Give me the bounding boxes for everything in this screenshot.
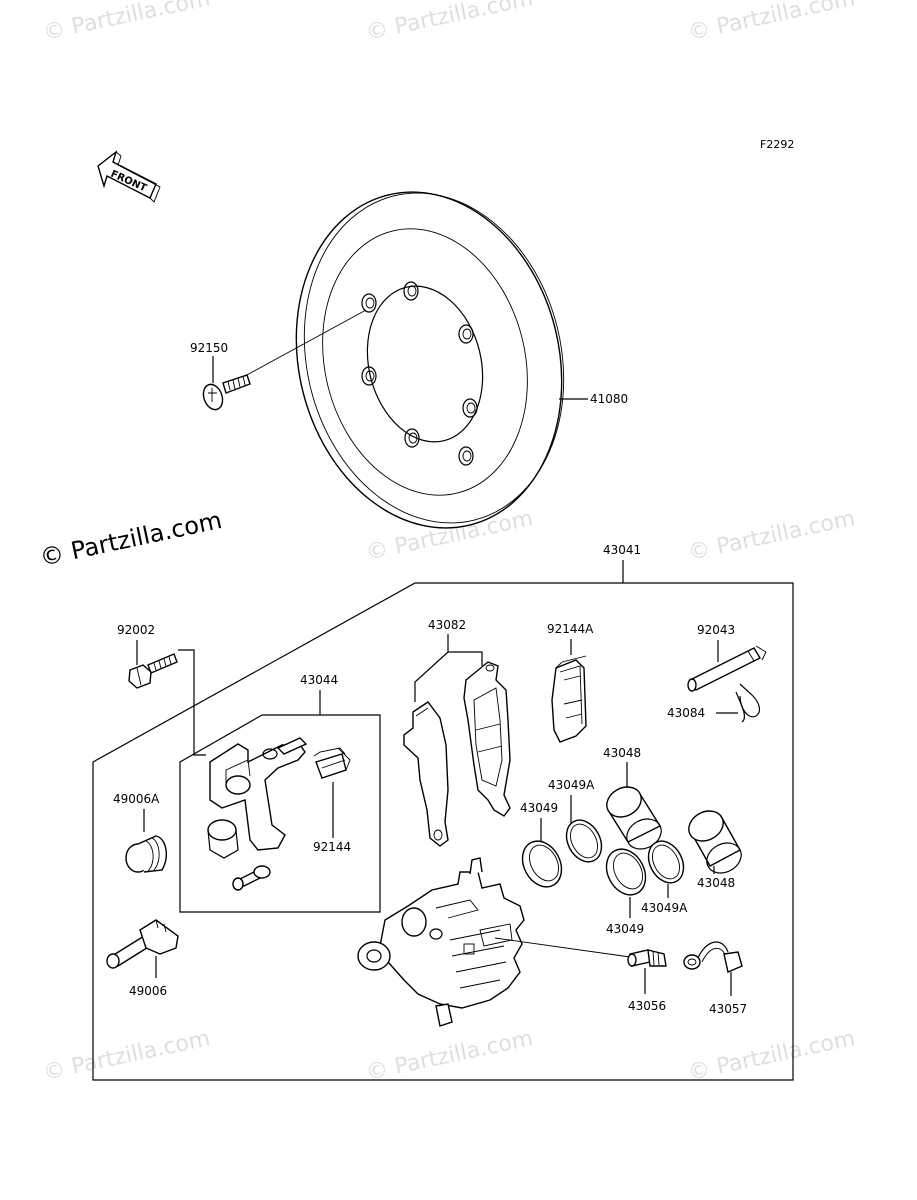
watermark: © Partzilla.com [686,0,857,46]
brake-disc [295,191,565,529]
brake-pad-inner [403,701,449,847]
callout-43048-lower: 43048 [697,876,735,890]
bracket-sub-frame [179,714,381,913]
bleeder-valve [627,949,667,967]
disc-mounting-bolt [202,309,367,411]
caliper-boot [125,835,167,873]
callout-43049-lower: 43049 [606,922,644,936]
piston-seal-lower [605,848,647,896]
callout-43082: 43082 [428,618,466,632]
callout-43049-upper: 43049 [520,801,558,815]
callout-49006A: 49006A [113,792,160,806]
disc-bolt-holes [361,281,478,466]
watermark: © Partzilla.com [364,1026,535,1086]
callout-92150: 92150 [190,341,228,355]
callout-92144A: 92144A [547,622,594,636]
caliper-body [357,857,525,1027]
bleeder-cap [683,941,743,973]
callout-41080: 41080 [590,392,628,406]
anti-rattle-spring [551,655,587,743]
caliper-assembly-frame [92,582,794,1081]
callout-92043: 92043 [697,623,735,637]
brake-pad-outer [463,661,511,817]
watermark: © Partzilla.com [364,0,535,46]
figure-code: F2292 [760,138,794,151]
piston-dust-seal-lower [647,840,685,884]
watermark: © Partzilla.com [41,1026,212,1086]
slide-pin [106,919,179,969]
callout-43057: 43057 [709,1002,747,1016]
piston-dust-seal-upper [565,819,603,863]
front-direction-arrow: FRONT [97,150,161,203]
pad-pin [687,645,767,692]
caliper-piston-lower [688,810,742,874]
pad-spring [313,747,351,779]
piston-seal-upper [521,840,563,888]
leader-line [494,937,631,958]
watermark: © Partzilla.com [41,0,212,46]
callout-43041: 43041 [603,543,641,557]
callout-43056: 43056 [628,999,666,1013]
callout-43084: 43084 [667,706,705,720]
caliper-bracket [207,737,308,891]
leader-line [178,649,206,756]
callout-92144: 92144 [313,840,351,854]
caliper-piston-upper [606,786,662,850]
callout-43048-upper: 43048 [603,746,641,760]
callout-43049A-lower: 43049A [641,901,688,915]
callout-43049A-upper: 43049A [548,778,595,792]
watermark: © Partzilla.com [686,506,857,566]
callout-92002: 92002 [117,623,155,637]
callout-49006: 49006 [129,984,167,998]
caliper-bolt [128,653,178,689]
watermark: © Partzilla.com [686,1026,857,1086]
copyright-notice: © Partzilla.com [37,506,224,572]
pin-clip [735,683,761,723]
callout-43044: 43044 [300,673,338,687]
